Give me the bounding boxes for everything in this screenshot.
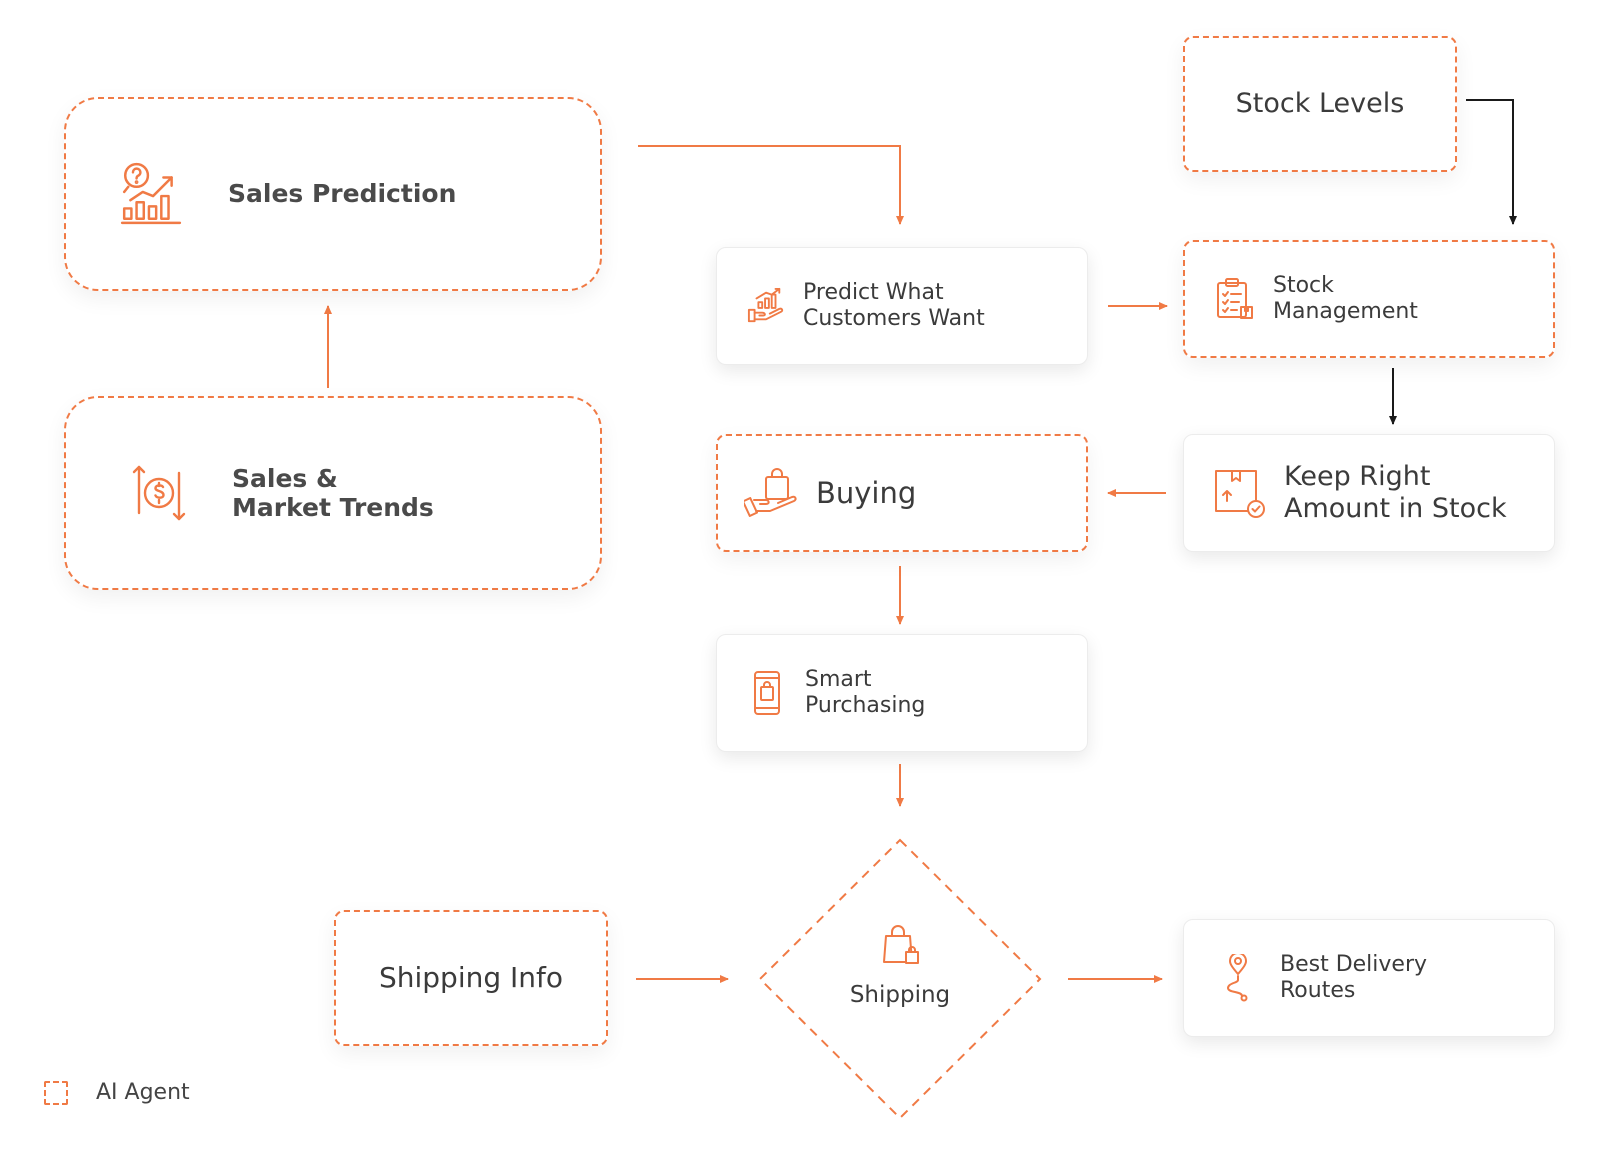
sales-prediction-label: Sales Prediction — [228, 179, 457, 209]
box-check-icon — [1214, 467, 1266, 519]
arrow-prediction-to-predict-customers — [638, 145, 904, 225]
shopping-bag-icon — [882, 924, 922, 966]
predict-customers-label: Predict What Customers Want — [803, 280, 985, 331]
buying-node: Buying — [716, 434, 1088, 552]
hand-growth-chart-icon — [747, 287, 785, 325]
predict-customers-node: Predict What Customers Want — [716, 247, 1088, 365]
shipping-info-label: Shipping Info — [378, 961, 564, 995]
sales-prediction-node: Sales Prediction — [64, 97, 602, 291]
legend: AI Agent — [44, 1080, 190, 1105]
clipboard-checklist-icon — [1215, 277, 1255, 321]
shipping-diamond — [758, 838, 1042, 1120]
best-delivery-routes-label: Best Delivery Routes — [1280, 952, 1428, 1003]
dollar-exchange-arrows-icon — [130, 461, 188, 525]
question-bar-chart-icon — [118, 161, 184, 227]
sales-market-trends-label: Sales & Market Trends — [232, 463, 434, 523]
shipping-label: Shipping — [849, 982, 951, 1008]
sales-market-trends-node: Sales & Market Trends — [64, 396, 602, 590]
route-pin-icon — [1224, 954, 1254, 1002]
buying-label: Buying — [816, 475, 917, 510]
arrow-stock-levels-to-stock-management — [1466, 99, 1517, 225]
smart-purchasing-label: Smart Purchasing — [805, 667, 926, 718]
stock-management-label: Stock Management — [1273, 273, 1418, 324]
keep-right-amount-node: Keep Right Amount in Stock — [1183, 434, 1555, 552]
keep-right-amount-label: Keep Right Amount in Stock — [1284, 461, 1507, 524]
best-delivery-routes-node: Best Delivery Routes — [1183, 919, 1555, 1037]
shipping-info-node: Shipping Info — [334, 910, 608, 1046]
hand-shopping-bag-icon — [744, 467, 800, 519]
stock-management-node: Stock Management — [1183, 240, 1555, 358]
legend-dashed-box — [44, 1080, 68, 1105]
stock-levels-label: Stock Levels — [1235, 88, 1405, 120]
stock-levels-node: Stock Levels — [1183, 36, 1457, 172]
legend-label: AI Agent — [96, 1080, 190, 1105]
phone-shopping-bag-icon — [753, 670, 781, 716]
smart-purchasing-node: Smart Purchasing — [716, 634, 1088, 752]
